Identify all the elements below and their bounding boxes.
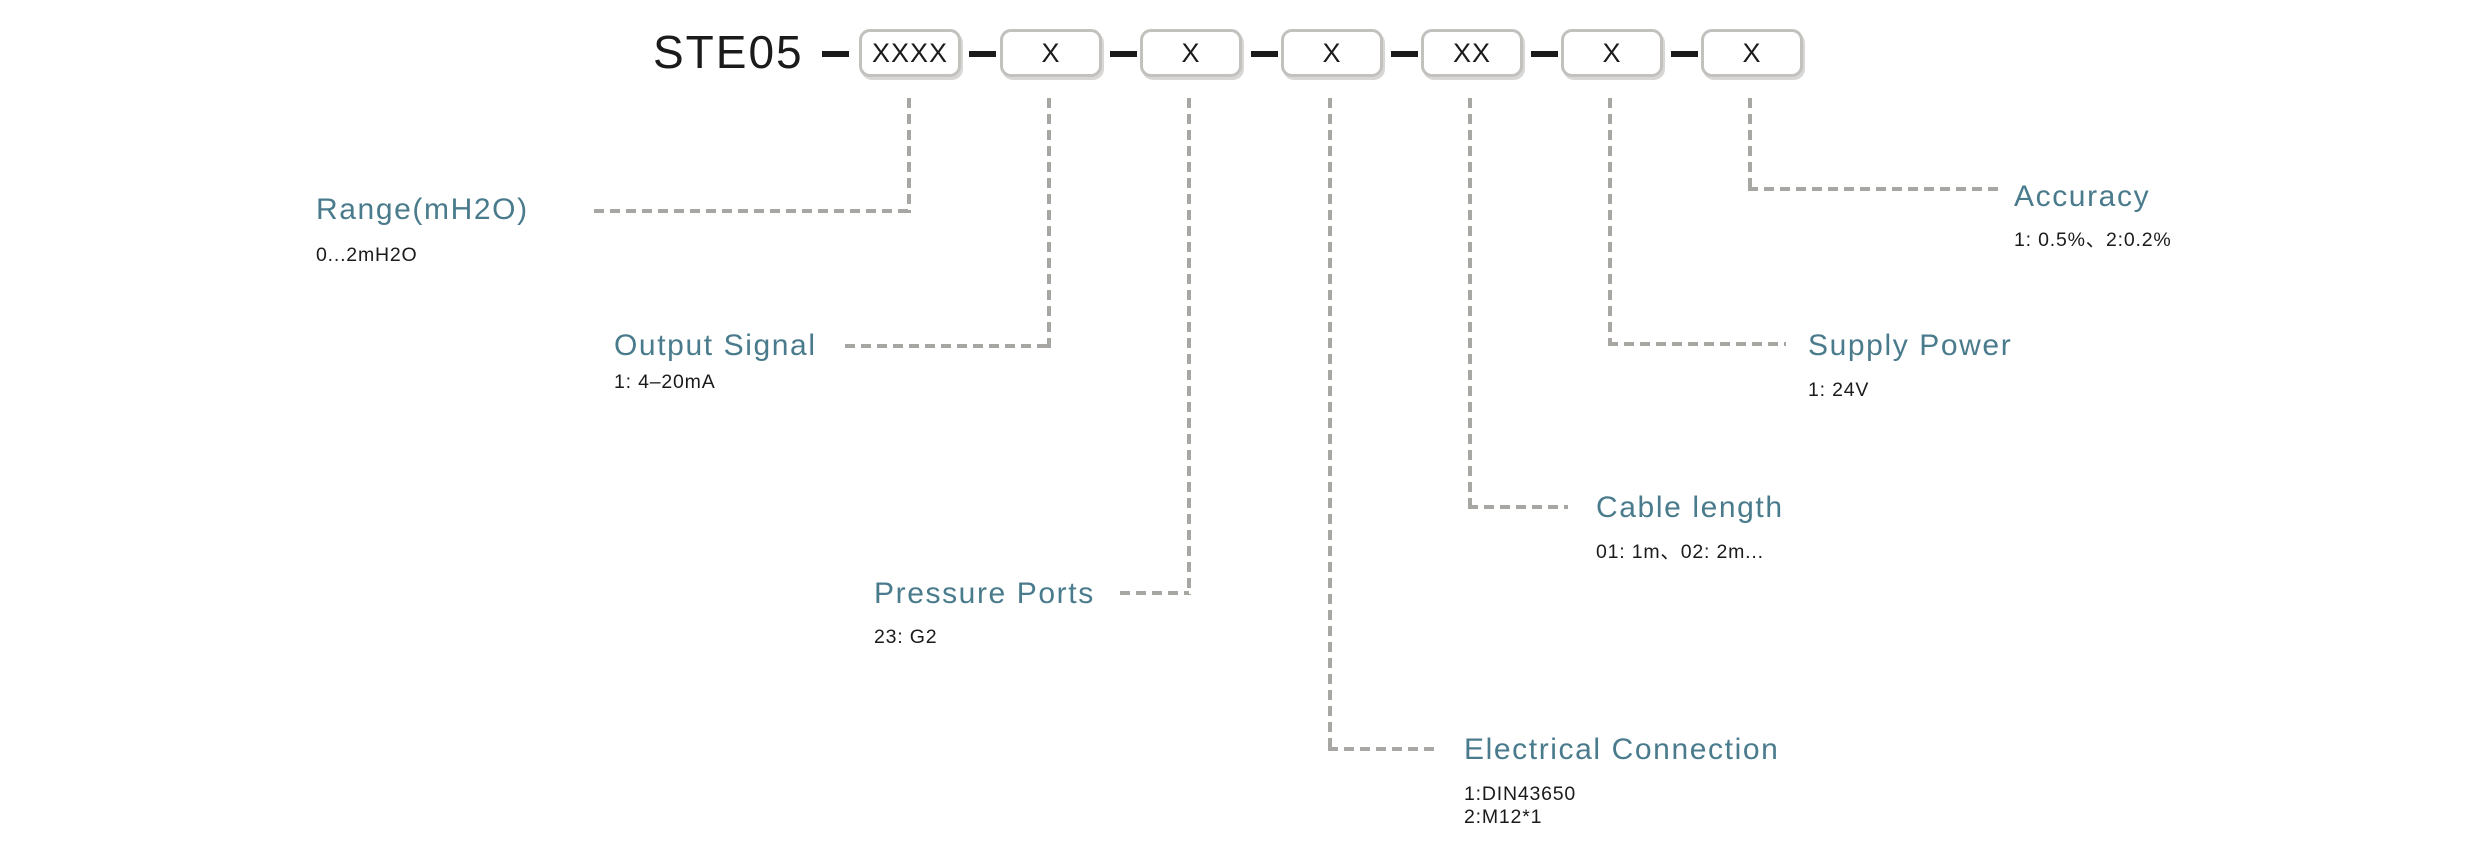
code-separator-dash	[1391, 51, 1418, 57]
code-box-cable-length: XX	[1421, 29, 1523, 77]
field-title-accuracy: Accuracy	[2014, 180, 2151, 213]
connector-vertical-accuracy	[1748, 98, 1752, 191]
field-option-electrical-connection-2: 2:M12*1	[1464, 806, 1543, 828]
code-box-accuracy: X	[1701, 29, 1803, 77]
code-separator-dash	[1671, 51, 1698, 57]
code-box-electrical-connection: X	[1281, 29, 1383, 77]
field-option-range: 0...2mH2O	[316, 244, 418, 266]
connector-vertical-pressure-ports	[1187, 98, 1191, 595]
connector-horizontal-cable-length	[1468, 505, 1568, 509]
field-option-pressure-ports: 23: G2	[874, 626, 938, 648]
connector-vertical-electrical-connection	[1328, 98, 1332, 751]
connector-horizontal-range	[594, 209, 909, 213]
code-box-supply-power: X	[1561, 29, 1663, 77]
code-separator-dash	[1110, 51, 1137, 57]
field-title-electrical-connection: Electrical Connection	[1464, 733, 1780, 766]
field-option-cable-length: 01: 1m、02: 2m...	[1596, 541, 1764, 563]
connector-vertical-supply-power	[1608, 98, 1612, 346]
field-title-cable-length: Cable length	[1596, 491, 1784, 524]
connector-vertical-range	[907, 98, 911, 213]
code-separator-dash	[1531, 51, 1558, 57]
connector-vertical-output-signal	[1047, 98, 1051, 348]
field-title-supply-power: Supply Power	[1808, 329, 2013, 362]
model-prefix: STE05	[653, 26, 804, 78]
field-option-output-signal: 1: 4–20mA	[614, 371, 716, 393]
code-box-output-signal: X	[1000, 29, 1102, 77]
connector-horizontal-supply-power	[1608, 342, 1786, 346]
connector-horizontal-electrical-connection	[1328, 747, 1437, 751]
connector-vertical-cable-length	[1468, 98, 1472, 509]
field-option-electrical-connection-1: 1:DIN43650	[1464, 783, 1577, 805]
connector-horizontal-accuracy	[1748, 187, 2002, 191]
field-option-accuracy: 1: 0.5%、2:0.2%	[2014, 229, 2172, 251]
code-separator-dash	[822, 51, 849, 57]
field-title-range: Range(mH2O)	[316, 193, 529, 226]
code-box-pressure-ports: X	[1140, 29, 1242, 77]
connector-horizontal-pressure-ports	[1120, 591, 1189, 595]
code-separator-dash	[969, 51, 996, 57]
field-title-pressure-ports: Pressure Ports	[874, 577, 1095, 610]
field-title-output-signal: Output Signal	[614, 329, 817, 362]
connector-horizontal-output-signal	[845, 344, 1049, 348]
code-separator-dash	[1251, 51, 1278, 57]
code-box-range: XXXX	[859, 29, 961, 77]
field-option-supply-power: 1: 24V	[1808, 379, 1870, 401]
